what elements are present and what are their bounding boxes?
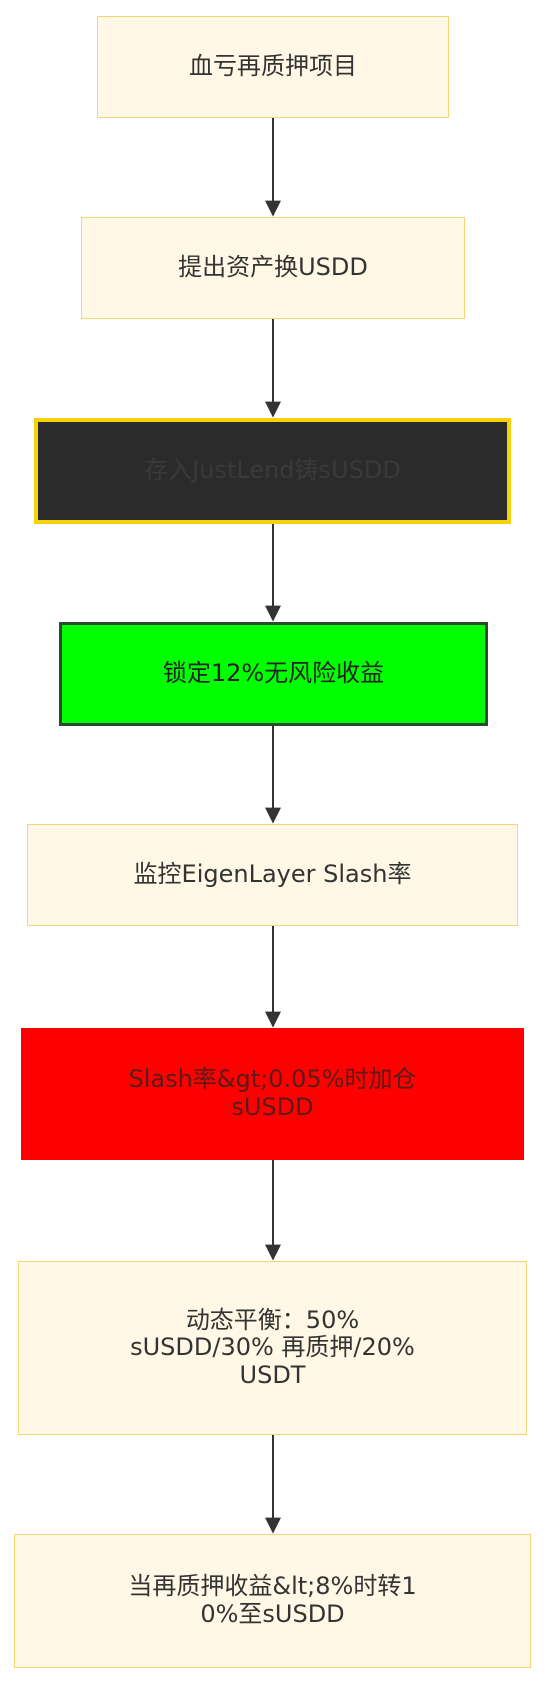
- node-label: 当再质押收益&lt;8%时转1 0%至sUSDD: [128, 1572, 417, 1628]
- node-label: 锁定12%无风险收益: [162, 659, 385, 688]
- node-label: Slash率&gt;0.05%时加仓 sUSDD: [128, 1065, 417, 1121]
- node-justlend-mint: 存入JustLend铸sUSDD: [34, 418, 511, 524]
- node-swap-to-usdd: 提出资产换USDD: [81, 217, 465, 319]
- node-label: 动态平衡：50% sUSDD/30% 再质押/20% USDT: [130, 1305, 415, 1389]
- node-label: 提出资产换USDD: [178, 253, 368, 282]
- node-lock-yield: 锁定12%无风险收益: [59, 622, 488, 726]
- node-label: 血亏再质押项目: [189, 52, 357, 81]
- node-monitor-slash: 监控EigenLayer Slash率: [27, 824, 518, 926]
- node-blood-loss-restaking: 血亏再质押项目: [97, 16, 449, 118]
- node-label: 存入JustLend铸sUSDD: [144, 456, 401, 485]
- node-dynamic-balance: 动态平衡：50% sUSDD/30% 再质押/20% USDT: [18, 1261, 527, 1435]
- node-add-susdd: Slash率&gt;0.05%时加仓 sUSDD: [21, 1028, 524, 1160]
- node-shift-to-susdd: 当再质押收益&lt;8%时转1 0%至sUSDD: [14, 1534, 531, 1668]
- node-label: 监控EigenLayer Slash率: [133, 860, 412, 889]
